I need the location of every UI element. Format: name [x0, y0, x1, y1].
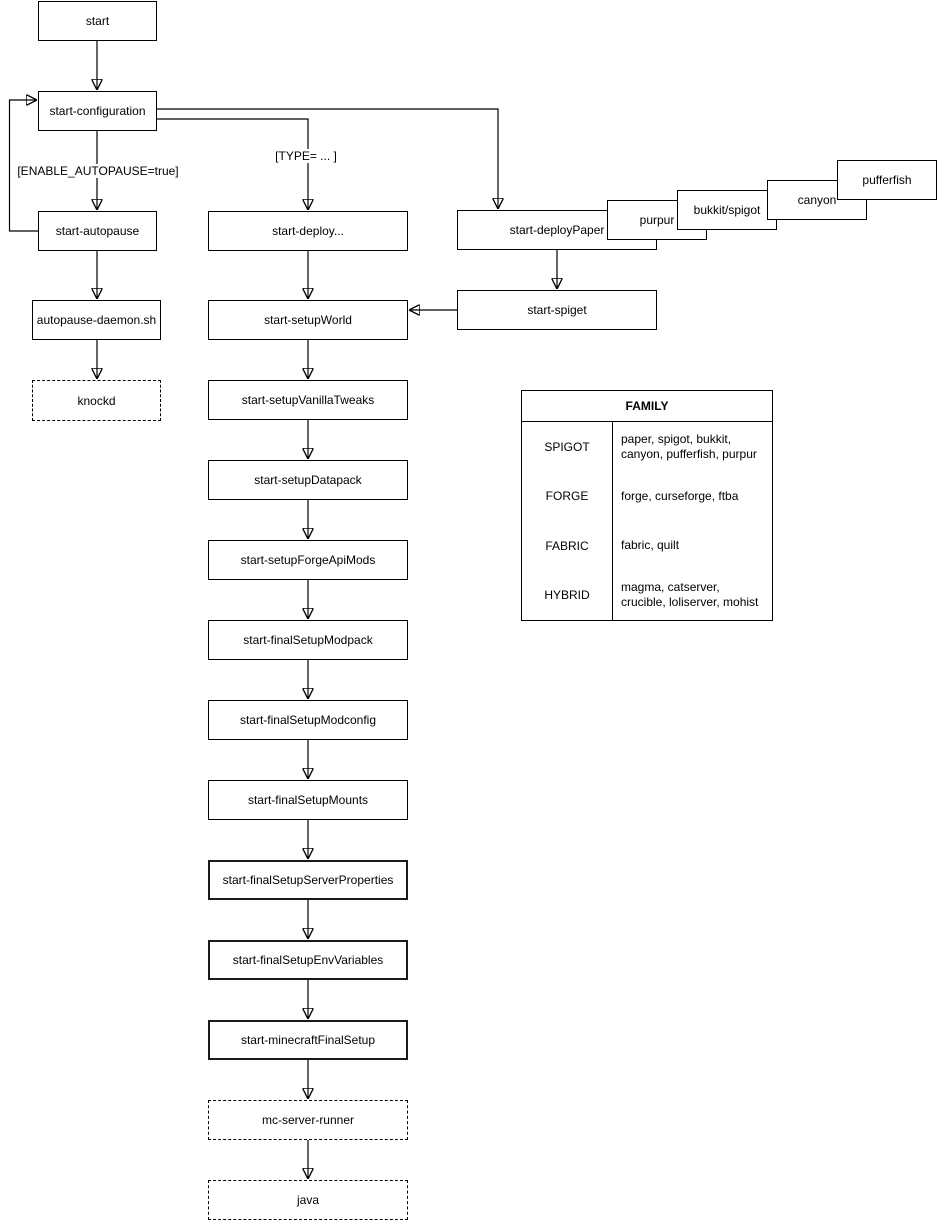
- family-name: FORGE: [522, 471, 613, 521]
- family-table-row: HYBRID magma, catserver, crucible, lolis…: [522, 570, 772, 620]
- family-name: FABRIC: [522, 521, 613, 571]
- node-start-final-setup-mounts: start-finalSetupMounts: [208, 780, 408, 820]
- node-mc-server-runner: mc-server-runner: [208, 1100, 408, 1140]
- family-table-title: FAMILY: [522, 391, 772, 422]
- family-members: magma, catserver, crucible, loliserver, …: [621, 580, 759, 610]
- node-java: java: [208, 1180, 408, 1220]
- node-start-setup-vanilla-tweaks: start-setupVanillaTweaks: [208, 380, 408, 420]
- node-start-final-setup-env-variables: start-finalSetupEnvVariables: [208, 940, 408, 980]
- family-name: SPIGOT: [522, 422, 613, 472]
- node-start-spiget: start-spiget: [457, 290, 657, 330]
- node-start-final-setup-modconfig: start-finalSetupModconfig: [208, 700, 408, 740]
- family-members: forge, curseforge, ftba: [621, 488, 739, 503]
- edge-label-type-condition: [TYPE= ... ]: [273, 149, 339, 163]
- family-table-row: SPIGOT paper, spigot, bukkit, canyon, pu…: [522, 422, 772, 472]
- family-name: HYBRID: [522, 570, 613, 620]
- family-table-row: FORGE forge, curseforge, ftba: [522, 471, 772, 521]
- node-start-final-setup-modpack: start-finalSetupModpack: [208, 620, 408, 660]
- node-start: start: [38, 1, 157, 41]
- node-knockd: knockd: [32, 380, 161, 421]
- node-autopause-daemon-sh: autopause-daemon.sh: [32, 300, 161, 340]
- node-bukkit-spigot: bukkit/spigot: [677, 190, 777, 230]
- family-members: paper, spigot, bukkit, canyon, pufferfis…: [621, 431, 757, 461]
- family-members: fabric, quilt: [621, 538, 680, 553]
- node-start-autopause: start-autopause: [38, 211, 157, 251]
- node-start-setup-world: start-setupWorld: [208, 300, 408, 340]
- node-start-configuration: start-configuration: [38, 91, 157, 131]
- node-start-final-setup-server-properties: start-finalSetupServerProperties: [208, 860, 408, 900]
- node-start-setup-datapack: start-setupDatapack: [208, 460, 408, 500]
- node-start-minecraft-final-setup: start-minecraftFinalSetup: [208, 1020, 408, 1060]
- node-start-deploy: start-deploy...: [208, 211, 408, 251]
- family-table-body: SPIGOT paper, spigot, bukkit, canyon, pu…: [522, 422, 772, 620]
- node-canyon: canyon: [767, 180, 867, 220]
- node-pufferfish: pufferfish: [837, 160, 937, 200]
- edge-label-enable-autopause: [ENABLE_AUTOPAUSE=true]: [15, 164, 181, 178]
- node-start-setup-forge-api-mods: start-setupForgeApiMods: [208, 540, 408, 580]
- family-table: FAMILY SPIGOT paper, spigot, bukkit, can…: [521, 390, 773, 621]
- family-table-row: FABRIC fabric, quilt: [522, 521, 772, 571]
